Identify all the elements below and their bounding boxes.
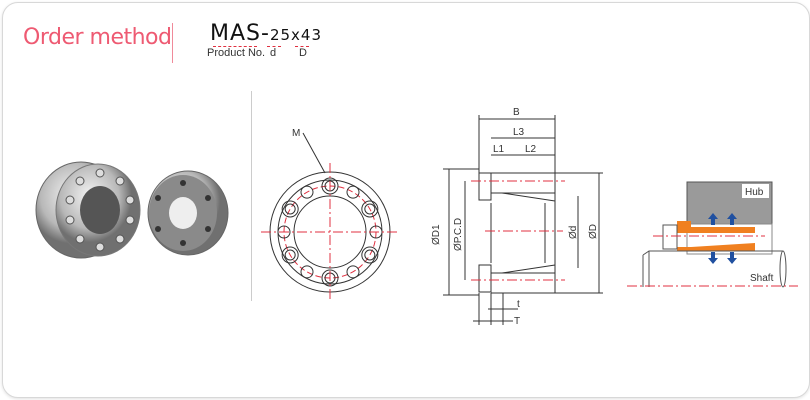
dim-D: ØD [588,224,599,239]
bolt-hole [300,185,314,199]
bolt-hole [364,249,376,261]
code-separator: x [291,26,301,44]
dim-B: B [513,107,520,118]
bolt-hole [361,200,379,218]
bolt-hole [300,265,314,279]
dim-L1: L1 [493,144,505,155]
title-divider [172,23,173,63]
hub-label: Hub [745,187,764,198]
prefix-underline [213,46,257,47]
D-underline [295,46,309,47]
bolt-hole [346,265,360,279]
shaft-label: Shaft [750,273,774,284]
front-view-drawing [261,132,399,301]
bolt-hole [281,246,299,264]
d-underline [267,46,281,47]
D-value: 43 [300,26,323,44]
d-label: d [270,47,277,59]
d-value: 25 [269,26,292,44]
dim-d: Ød [568,226,579,239]
section-title: Order method [23,25,172,50]
label-M: M [292,128,300,139]
product-no-label: Product No. [207,47,266,59]
dim-L3: L3 [513,127,525,138]
product-prefix: MAS- [210,21,270,46]
bolt-hole [277,225,291,239]
bolt-hole [346,185,360,199]
bolt-hole [284,249,296,261]
section-view-drawing [443,115,603,325]
bolt-hole [361,246,379,264]
dim-T: T [514,316,520,327]
dim-t: t [517,299,520,310]
bolt-hole [284,203,296,215]
bolt-hole [281,200,299,218]
photo-divider [251,91,252,301]
dim-D1: ØD1 [431,224,442,245]
dim-PCD: ØP.C.D [453,218,464,251]
product-photo [35,161,229,259]
product-code: MAS-25x43 Product No. d D [207,21,323,59]
D-label: D [299,47,307,59]
bolt-hole [364,203,376,215]
dim-L2: L2 [525,144,537,155]
installation-drawing [627,181,798,288]
drawings: M B L3 L1 L2 ØD1 ØP.C.D Ød ØD t T [35,107,798,327]
